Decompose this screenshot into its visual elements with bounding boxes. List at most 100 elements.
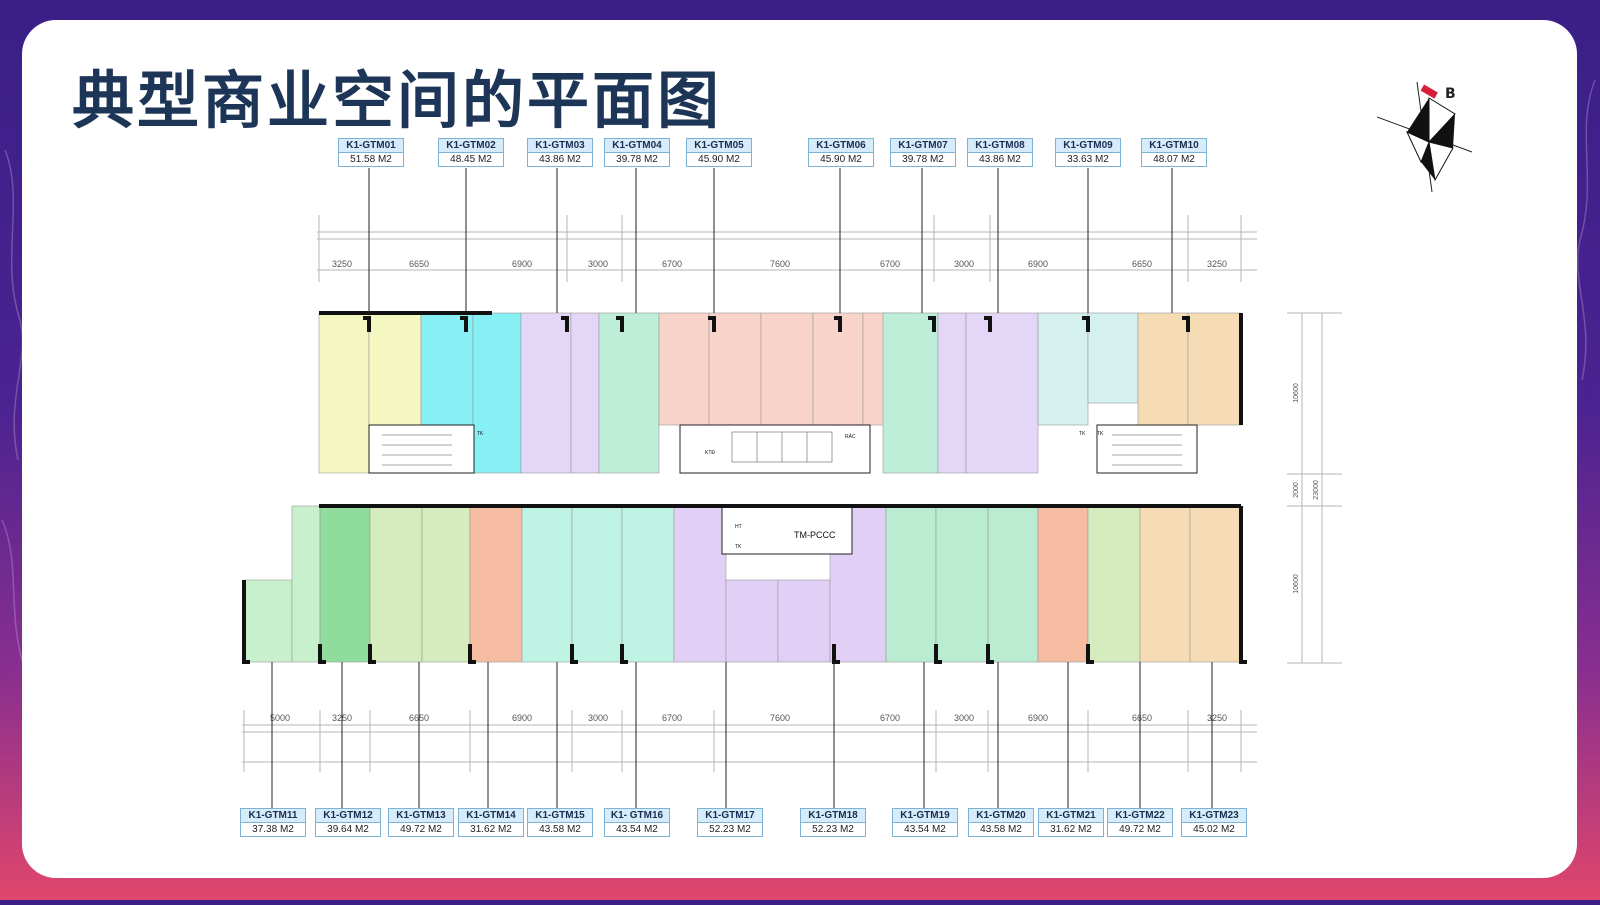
unit-area: 52.23 M2 (812, 824, 854, 835)
bottom-dimension-11: 6650 (1132, 713, 1152, 723)
room-tag-ht: HT (735, 524, 742, 530)
column-top-1 (363, 316, 371, 332)
bottom-room-11 (725, 579, 779, 663)
column-top-7 (928, 316, 936, 332)
bottom-room-10 (673, 505, 727, 663)
top-dimension-11: 3250 (1207, 259, 1227, 269)
top-dimension-9: 6900 (1028, 259, 1048, 269)
room-tag-ktd: KTĐ (705, 450, 715, 456)
top-room-2 (368, 312, 422, 426)
column-bottom-3 (368, 644, 376, 664)
bottom-room-8 (571, 505, 623, 663)
top-room-19 (1187, 312, 1242, 426)
column-bottom-11 (1239, 644, 1247, 664)
unit-area: 43.58 M2 (980, 824, 1022, 835)
right-dimension-3: 10600 (1293, 574, 1300, 594)
logo-letter: B (1445, 86, 1456, 102)
unit-area: 43.54 M2 (904, 824, 946, 835)
top-room-7 (598, 312, 660, 474)
top-room-1 (318, 312, 370, 474)
right-floral-decoration (1570, 0, 1600, 900)
bottom-dimension-7: 7600 (770, 713, 790, 723)
unit-area: 48.45 M2 (450, 154, 492, 165)
unit-area: 43.86 M2 (539, 154, 581, 165)
left-floral-decoration (0, 0, 30, 900)
unit-area: 39.64 M2 (327, 824, 369, 835)
right-dimension-2: 2000 (1293, 482, 1300, 498)
bottom-dimension-8: 6700 (880, 713, 900, 723)
unit-code: K1-GTM22 (1108, 809, 1172, 823)
column-bottom-5 (570, 644, 578, 664)
room-tag-tk-1: TK (477, 431, 484, 437)
bottom-dimension-10: 6900 (1028, 713, 1048, 723)
bottom-dimension-6: 6700 (662, 713, 682, 723)
bottom-dimension-12: 3250 (1207, 713, 1227, 723)
unit-area: 31.62 M2 (1050, 824, 1092, 835)
bottom-room-19 (1139, 505, 1191, 663)
unit-code: K1- GTM16 (605, 809, 669, 823)
top-dimension-5: 6700 (662, 259, 682, 269)
top-room-6 (570, 312, 600, 474)
unit-code: K1-GTM18 (801, 809, 865, 823)
unit-code: K1-GTM20 (969, 809, 1033, 823)
unit-code: K1-GTM11 (241, 809, 305, 823)
unit-area: 43.58 M2 (539, 824, 581, 835)
unit-code: K1-GTM10 (1142, 139, 1206, 153)
top-dimension-3: 6900 (512, 259, 532, 269)
unit-area: 48.07 M2 (1153, 154, 1195, 165)
column-top-9 (1082, 316, 1090, 332)
bottom-room-17 (1037, 505, 1089, 663)
column-bottom-8 (934, 644, 942, 664)
top-room-13 (882, 312, 939, 474)
bottom-dimension-9: 3000 (954, 713, 974, 723)
top-room-14 (937, 312, 967, 474)
right-dimension-4: 23000 (1313, 480, 1320, 500)
column-top-2 (460, 316, 468, 332)
top-room-16 (1037, 312, 1089, 426)
unit-code: K1-GTM07 (891, 139, 955, 153)
column-top-8 (984, 316, 992, 332)
room-tag-fire-control: TM-PCCC (794, 530, 836, 540)
room-tag-tk-3: TK (1097, 431, 1104, 437)
unit-area: 43.86 M2 (979, 154, 1021, 165)
column-top-4 (616, 316, 624, 332)
top-room-5 (520, 312, 572, 474)
unit-code: K1-GTM13 (389, 809, 453, 823)
bottom-dimension-1: 5000 (270, 713, 290, 723)
unit-area: 39.78 M2 (902, 154, 944, 165)
bottom-room-6 (469, 505, 523, 663)
unit-area: 45.02 M2 (1193, 824, 1235, 835)
top-room-9 (708, 312, 762, 426)
right-dimension-1: 10600 (1293, 383, 1300, 403)
column-bottom-10 (1086, 644, 1094, 664)
bottom-dimension-4: 6900 (512, 713, 532, 723)
column-bottom-1 (242, 644, 250, 664)
top-dimension-1: 3250 (332, 259, 352, 269)
top-room-15 (965, 312, 1039, 474)
column-bottom-4 (468, 644, 476, 664)
column-bottom-6 (620, 644, 628, 664)
room-tag-rac: RÁC (845, 433, 856, 440)
unit-code: K1-GTM17 (698, 809, 762, 823)
unit-code: K1-GTM15 (528, 809, 592, 823)
column-top-10 (1182, 316, 1190, 332)
unit-code: K1-GTM23 (1182, 809, 1246, 823)
unit-area: 33.63 M2 (1067, 154, 1109, 165)
